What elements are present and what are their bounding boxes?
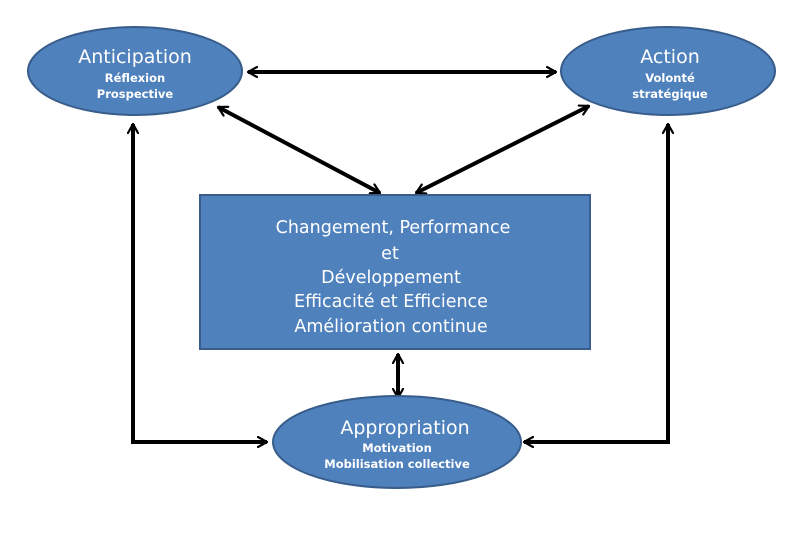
anticipation-line1: Réflexion: [105, 71, 165, 85]
center-line4: Efficacité et Efficience: [294, 292, 488, 312]
arrow-anticipation-appropriation: [133, 124, 267, 442]
anticipation-line2: Prospective: [97, 87, 174, 101]
node-appropriation: Appropriation Motivation Mobilisation co…: [272, 395, 522, 489]
action-line2: stratégique: [632, 87, 708, 101]
appropriation-line1: Motivation: [362, 441, 432, 455]
arrow-anticipation-center: [218, 105, 380, 195]
arrow-action-center: [416, 104, 589, 195]
arrow-action-appropriation: [524, 124, 668, 442]
appropriation-line2: Mobilisation collective: [324, 457, 470, 471]
center-line2: et: [381, 244, 399, 264]
connectors: [133, 72, 668, 442]
node-anticipation: Anticipation Réflexion Prospective: [27, 26, 243, 116]
center-line5: Amélioration continue: [294, 317, 487, 337]
action-ellipse: [560, 26, 776, 116]
center-rect: [199, 194, 591, 350]
anticipation-title: Anticipation: [78, 46, 192, 68]
appropriation-ellipse: [272, 395, 522, 489]
center-box: Changement, Performance et Développement…: [199, 194, 591, 350]
anticipation-ellipse: [27, 26, 243, 116]
action-title: Action: [640, 46, 700, 68]
center-line1: Changement, Performance: [276, 218, 511, 238]
center-line3: Développement: [321, 268, 461, 288]
node-action: Action Volonté stratégique: [560, 26, 776, 116]
action-line1: Volonté: [645, 71, 695, 85]
appropriation-title: Appropriation: [340, 417, 469, 439]
